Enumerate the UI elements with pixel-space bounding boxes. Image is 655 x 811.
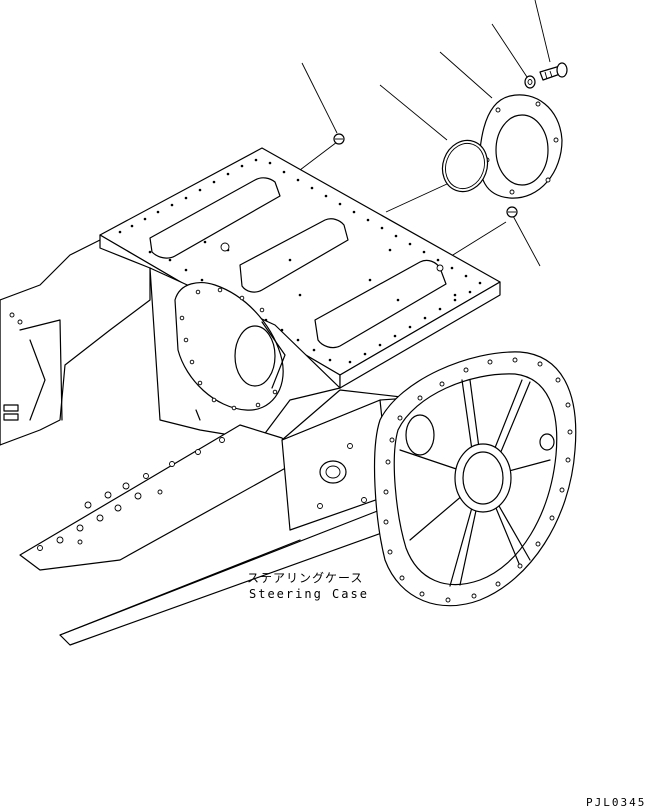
flange-bolt-holes: [383, 357, 573, 603]
cover-plate: [479, 94, 563, 199]
o-ring: [441, 139, 489, 193]
caption-japanese: ステアリングケース: [247, 571, 363, 585]
final-drive-flange: [373, 351, 577, 607]
left-frame-rail: [0, 239, 151, 446]
caption-english: Steering Case: [249, 587, 369, 601]
deck-bolt-holes: [118, 158, 482, 364]
washer-part: [524, 75, 536, 89]
front-block: [281, 389, 411, 531]
figure-code: PJL0345: [586, 796, 646, 809]
plug-part-right: [506, 206, 518, 218]
bolt-part: [539, 62, 568, 81]
leader-lines: [299, 0, 551, 267]
case-side-wall: [149, 267, 341, 441]
plug-part-left: [333, 133, 345, 145]
